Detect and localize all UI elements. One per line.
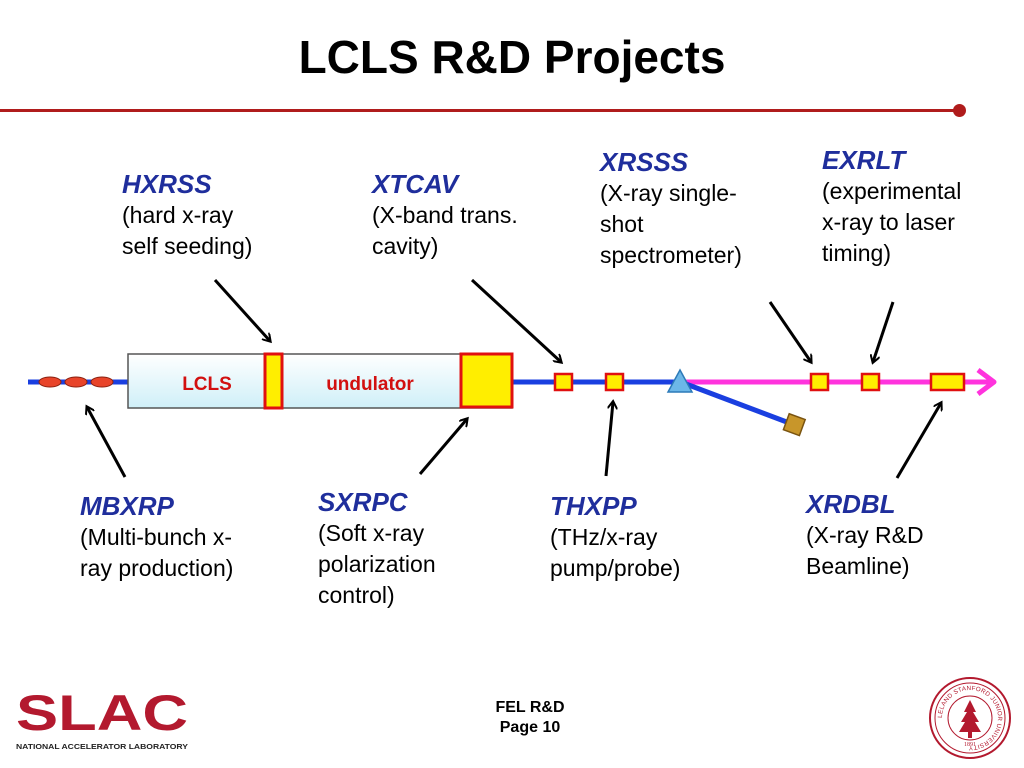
- project-label-mbxrp: MBXRP (Multi-bunch x- ray production): [80, 490, 233, 584]
- project-description: (THz/x-ray pump/probe): [550, 524, 681, 581]
- sxrpc-component: [459, 352, 514, 409]
- xrsss-component: [809, 372, 830, 392]
- project-label-hxrss: HXRSS (hard x-ray self seeding): [122, 168, 252, 262]
- seal-year: 1891: [964, 742, 976, 748]
- sxrpc-arrow: [418, 419, 467, 475]
- project-label-sxrpc: SXRPC (Soft x-ray polarization control): [318, 486, 436, 611]
- project-description: (hard x-ray self seeding): [122, 202, 253, 259]
- bunch-ellipse: [90, 376, 114, 388]
- exrlt-component: [860, 372, 881, 392]
- xrsss-arrow: [768, 301, 811, 362]
- footer-section: FEL R&D: [495, 699, 565, 716]
- xtcav-component: [553, 372, 574, 392]
- project-description: (Multi-bunch x- ray production): [80, 524, 234, 581]
- bend-magnet-triangle: [666, 368, 694, 393]
- project-label-exrlt: EXRLT (experimental x-ray to laser timin…: [822, 144, 961, 269]
- hxrss-component: [263, 352, 284, 410]
- project-label-xrdbl: XRDBL (X-ray R&D Beamline): [806, 488, 924, 582]
- project-description: (experimental x-ray to laser timing): [822, 178, 962, 266]
- project-name: EXRLT: [822, 145, 906, 175]
- xrdbl-arrow: [895, 403, 941, 479]
- bunch-ellipse: [64, 376, 88, 388]
- project-name: XRSSS: [600, 147, 689, 177]
- hxrss-arrow: [213, 278, 270, 341]
- undulator-left-label: LCLS: [182, 374, 232, 395]
- project-description: (Soft x-ray polarization control): [318, 520, 436, 608]
- project-label-xtcav: XTCAV (X-band trans. cavity): [372, 168, 518, 262]
- project-label-thxpp: THXPP (THz/x-ray pump/probe): [550, 490, 680, 584]
- project-name: SXRPC: [318, 487, 408, 517]
- footer-page-number: Page 10: [499, 719, 561, 736]
- undulator-right-label: undulator: [326, 374, 414, 395]
- thxpp-component: [604, 372, 625, 392]
- stanford-seal-icon: LELAND STANFORD JUNIOR UNIVERSITY 1891: [929, 677, 1011, 759]
- project-name: XRDBL: [806, 489, 896, 519]
- project-name: HXRSS: [122, 169, 212, 199]
- title-rule-dot: [953, 104, 966, 117]
- slac-logo-subtitle: NATIONAL ACCELERATOR LABORATORY: [16, 742, 188, 751]
- project-description: (X-ray single- shot spectrometer): [600, 180, 742, 268]
- project-description: (X-band trans. cavity): [372, 202, 518, 259]
- electron-dump-line: [685, 381, 793, 427]
- xrdbl-component: [929, 372, 966, 392]
- electron-dump-block: [782, 412, 807, 437]
- exrlt-arrow: [873, 301, 895, 362]
- slide-title: LCLS R&D Projects: [298, 31, 726, 83]
- page-footer: FEL R&D Page 10: [460, 698, 600, 738]
- slac-logo: SLAC NATIONAL ACCELERATOR LABORATORY: [16, 685, 188, 751]
- project-name: THXPP: [550, 491, 637, 521]
- xtcav-arrow: [470, 278, 561, 362]
- bunch-ellipse: [38, 376, 62, 388]
- project-label-xrsss: XRSSS (X-ray single- shot spectrometer): [600, 146, 742, 271]
- project-description: (X-ray R&D Beamline): [806, 522, 924, 579]
- project-name: MBXRP: [80, 491, 174, 521]
- xray-arrowhead: [976, 368, 997, 396]
- project-name: XTCAV: [372, 169, 459, 199]
- title-rule: [0, 109, 958, 112]
- mbxrp-arrow: [87, 407, 127, 478]
- slac-logo-wordmark: SLAC: [16, 685, 188, 741]
- thxpp-arrow: [604, 402, 613, 477]
